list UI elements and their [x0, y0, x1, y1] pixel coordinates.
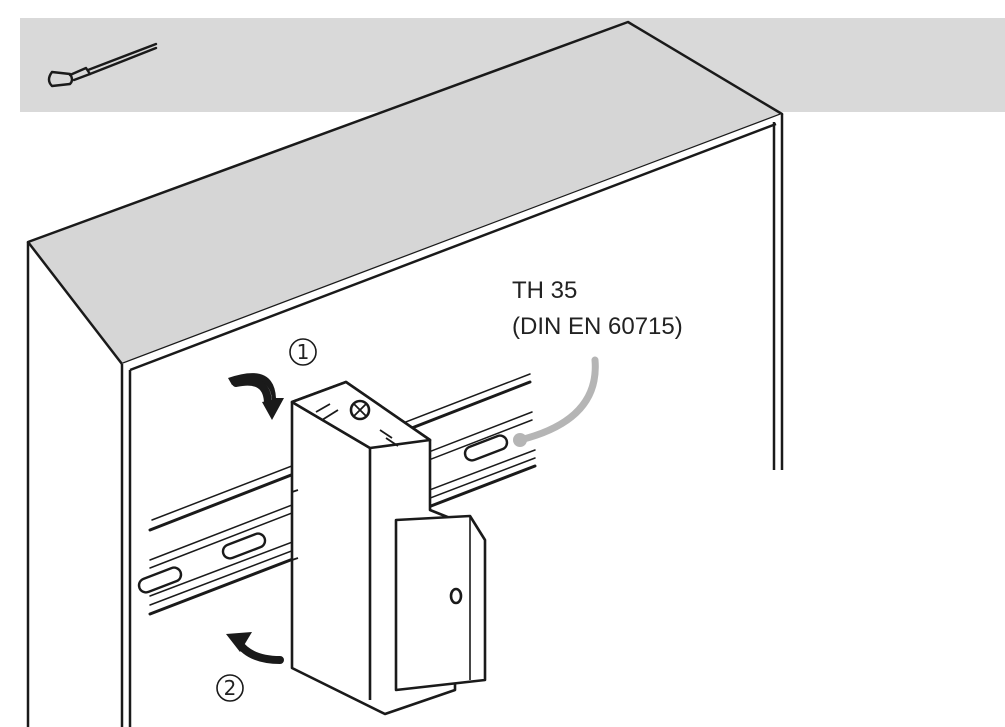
step-1-marker: 1 — [289, 338, 317, 366]
page-left-margin — [0, 0, 20, 727]
step-2-arrow-head — [226, 632, 252, 652]
rail-label-line-1: TH 35 — [512, 277, 577, 304]
step-2-number: 2 — [224, 676, 237, 700]
enclosure-front-outline — [120, 114, 784, 727]
rail-slots — [137, 434, 509, 594]
rail-slot — [463, 434, 509, 462]
rail-label-leader — [516, 356, 599, 444]
enclosure-front-face — [122, 114, 782, 727]
step-1-arrow-shaft — [232, 377, 272, 408]
step-1-arrow — [228, 373, 284, 420]
rail-slot — [137, 566, 183, 594]
step-1-number: 1 — [297, 340, 310, 364]
rail-slot — [221, 532, 267, 560]
screwdriver-icon — [47, 42, 158, 88]
step-2-marker: 2 — [216, 674, 244, 702]
rail-label-line-2: (DIN EN 60715) — [512, 313, 683, 340]
din-module-device — [290, 380, 487, 716]
rail-label-leader-dot — [513, 433, 527, 447]
